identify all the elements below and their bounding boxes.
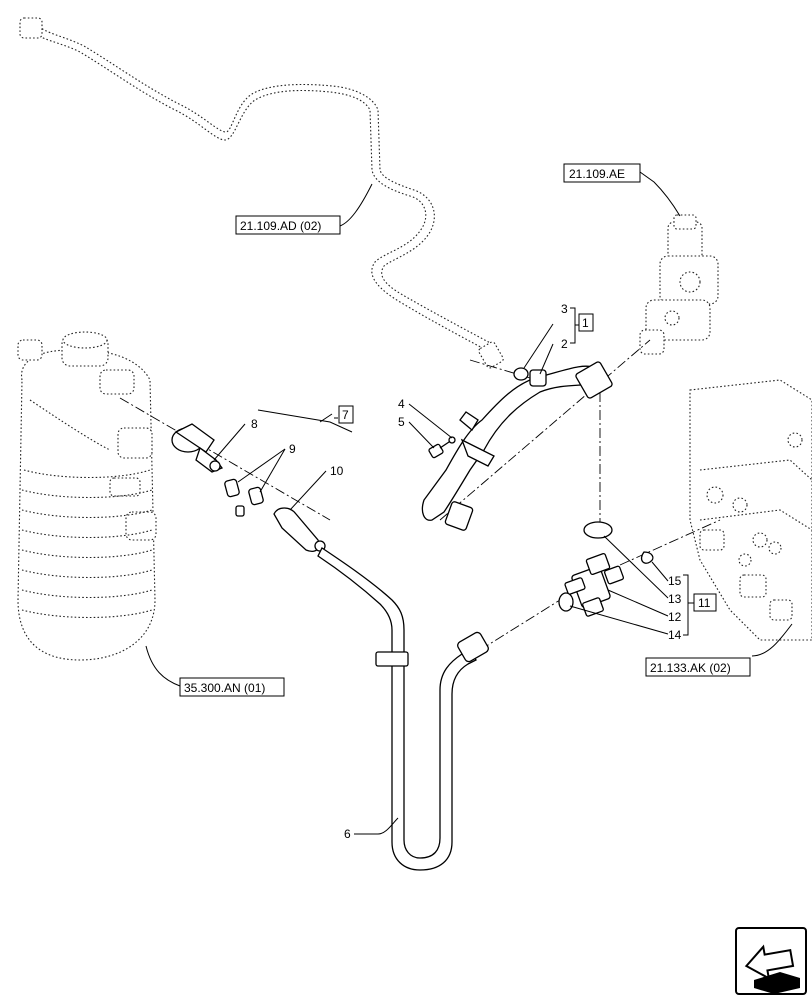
ref-box-21109ad[interactable] — [235, 215, 341, 235]
part-13-o-ring — [583, 521, 613, 539]
ghost-tube-upper — [19, 17, 504, 369]
part-2-upper-tube — [421, 361, 613, 531]
callout-7: 7 — [342, 408, 349, 422]
callout-11: 11 — [698, 596, 711, 610]
callout-14: 14 — [668, 628, 682, 642]
assembly-axis-lines — [119, 339, 721, 651]
ghost-elbow-fittings — [639, 214, 719, 355]
callout-13: 13 — [668, 592, 682, 606]
callout-9: 9 — [289, 442, 296, 456]
ref-21133ak[interactable]: 21.133.AK (02) — [650, 661, 731, 675]
callout-6: 6 — [344, 827, 351, 841]
callout-5: 5 — [398, 415, 405, 429]
part-9-clamps — [224, 478, 264, 517]
part-8-connector — [171, 423, 224, 473]
callout-8: 8 — [251, 417, 258, 431]
callout-12: 12 — [668, 610, 682, 624]
ref-box-35300an[interactable] — [179, 677, 285, 697]
callout-4: 4 — [398, 397, 405, 411]
callout-labels: 1 2 3 4 5 6 7 8 9 10 11 12 13 14 15 — [251, 302, 717, 841]
part-4-5-bolt — [428, 436, 456, 459]
ref-21109ad[interactable]: 21.109.AD (02) — [240, 219, 321, 233]
ref-21109ae[interactable]: 21.109.AE — [569, 167, 625, 181]
part-10-sleeve — [273, 507, 326, 552]
leader-lines — [145, 171, 793, 835]
ghost-filter-housing — [17, 331, 157, 661]
ref-box-21109ae[interactable] — [563, 163, 641, 183]
callout-10: 10 — [330, 464, 344, 478]
part-14-ring — [558, 592, 574, 612]
callout-1: 1 — [582, 316, 589, 330]
part-12-tee-fitting — [564, 552, 624, 617]
callout-15: 15 — [668, 574, 682, 588]
callout-box-7 — [338, 405, 354, 424]
ghost-valve-block — [689, 379, 812, 641]
part-15-ring — [640, 551, 654, 564]
part-6-lower-tube — [317, 547, 489, 871]
previous-page-arrow-icon[interactable] — [735, 927, 807, 995]
part-3-o-ring — [513, 367, 529, 381]
callout-box-1 — [578, 313, 594, 332]
callout-2: 2 — [561, 337, 568, 351]
tube-end-fitting-icon — [19, 17, 43, 39]
callout-3: 3 — [561, 302, 568, 316]
ref-35300an[interactable]: 35.300.AN (01) — [184, 681, 265, 695]
ref-box-21133ak[interactable] — [645, 657, 751, 677]
reference-labels: 21.109.AD (02) 21.109.AE 21.133.AK (02) … — [179, 163, 751, 697]
callout-box-11 — [693, 593, 717, 612]
